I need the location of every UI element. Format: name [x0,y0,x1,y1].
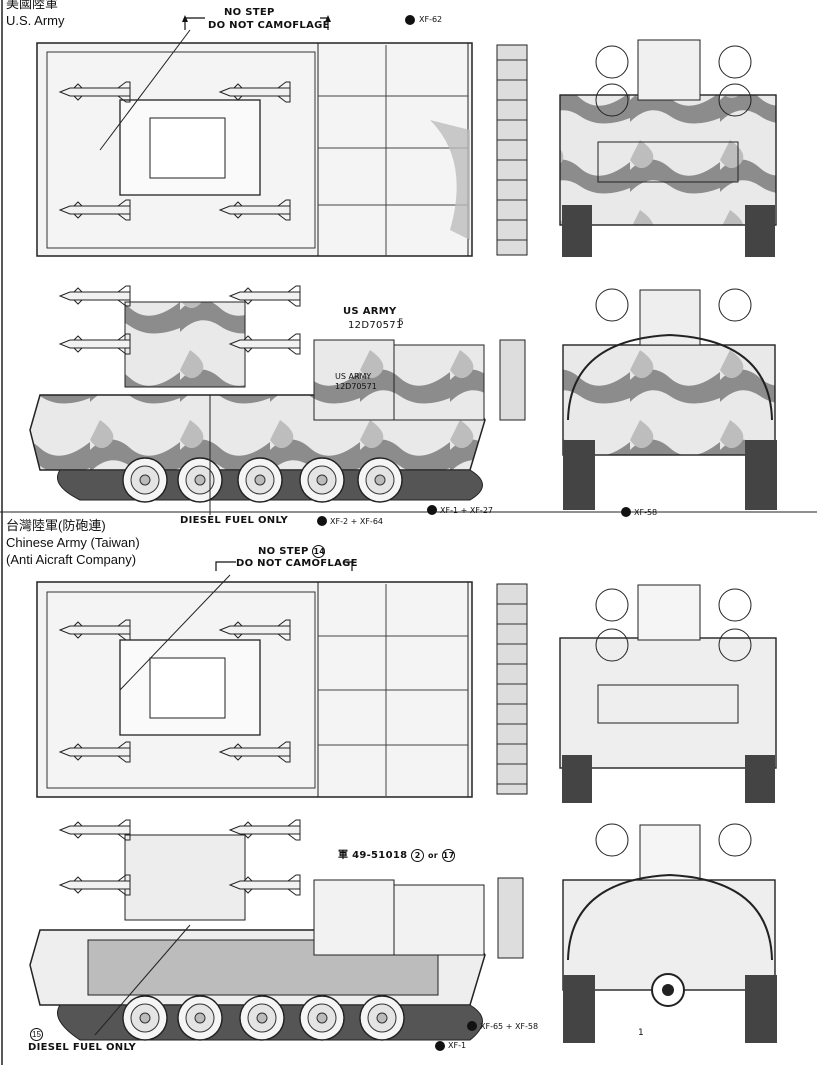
us-no-step-label: NO STEP [224,7,275,18]
us-front-view [559,39,777,257]
us-title-en: U.S. Army [6,13,65,28]
us-side-view [29,285,526,515]
paint-dot-icon [405,15,415,25]
tw-front-view [559,584,777,803]
tw-no-camo-label: DO NOT CAMOFLAGE [236,558,358,569]
tw-side-paint-label: XF-65 + XF-58 [480,1022,539,1031]
us-marking-line1: US ARMY [343,306,397,317]
us-marking-index: 5 [398,318,404,328]
paint-dot-icon [621,507,631,517]
us-hull-text1: US ARMY [335,372,372,381]
us-rear-view [562,288,777,510]
us-hull-text2: 12D70571 [335,382,377,391]
us-side-paint-label: XF-2 + XF-64 [330,517,383,526]
tw-side-paint-x: XF-1 [448,1041,467,1050]
tw-no-step-label: NO STEP 14 [258,545,326,558]
tw-fuel-label: DIESEL FUEL ONLY [28,1042,137,1053]
paint-dot-icon [467,1021,477,1031]
tw-rear-view [562,823,777,1043]
tw-no-step-number: 14 [312,545,326,558]
us-fuel-label: DIESEL FUEL ONLY [180,515,289,526]
us-marking-line2: 12D70571 [348,320,403,331]
tw-fuel-number: 15 [30,1024,43,1042]
us-rear-paint-a: XF-1 + XF-27 [440,506,493,515]
tw-serial-marking: 軍 49-51018 2 or 17 [338,849,455,862]
paint-dot-icon [435,1041,445,1051]
tw-side-view [29,819,524,1041]
tw-title-en: Chinese Army (Taiwan) [6,535,140,550]
paint-dot-icon [427,505,437,515]
tw-title-cn: 台灣陸軍(防砲連) [6,518,106,533]
tw-subtitle: (Anti Aicraft Company) [6,552,137,567]
us-top-view [36,29,528,257]
tw-emblem-number: 1 [638,1028,644,1038]
us-no-camo-label: DO NOT CAMOFLAGE [208,20,330,31]
us-top-paint-label: XF-62 [419,15,443,24]
us-title-cn: 美國陸軍 [6,0,59,11]
paint-dot-icon [317,516,327,526]
tw-top-view [36,574,528,798]
us-rear-paint-b: XF-58 [634,508,658,517]
